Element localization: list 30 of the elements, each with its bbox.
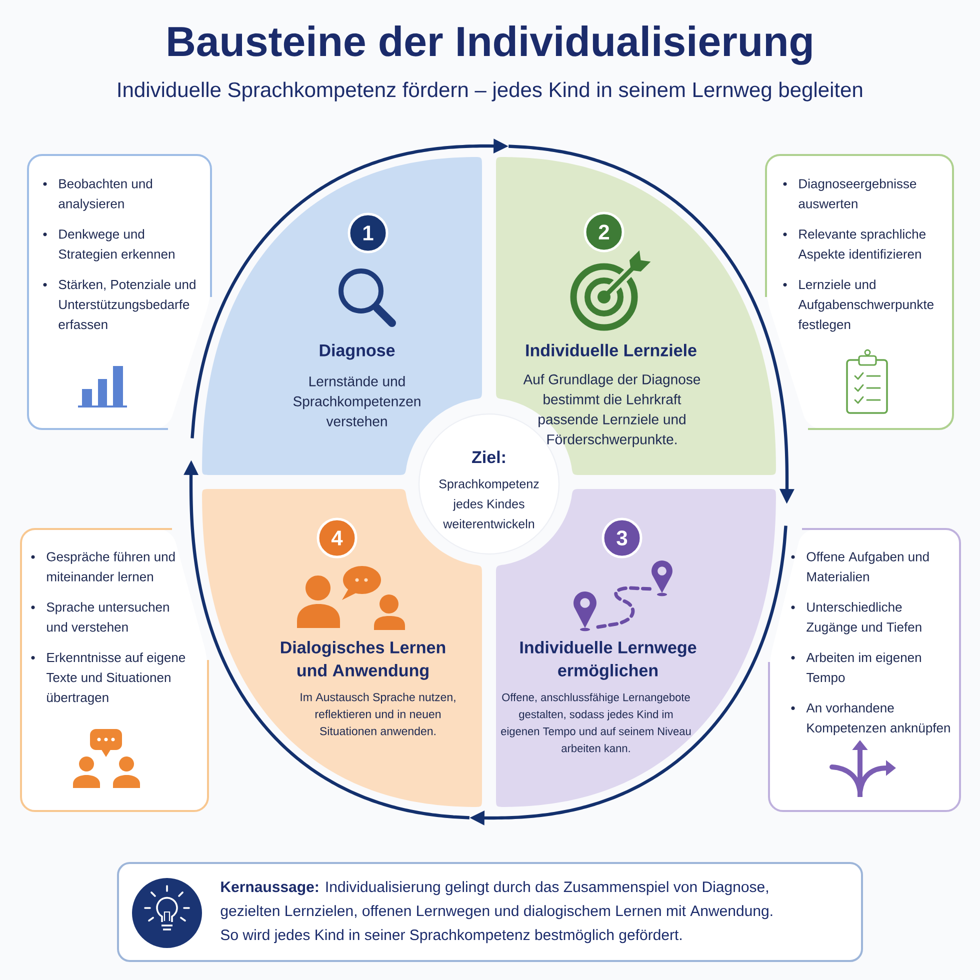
number-badge: 3: [602, 518, 642, 558]
step-heading: Diagnose: [320, 344, 395, 360]
list-item: Diagnoseergebnisse auswerten: [798, 178, 916, 208]
subtitle: Individuelle Sprachkompetenz fördern – jedes Kind in seinem Lernweg begleiten: [118, 82, 862, 102]
list-item: Beobachten und analysieren: [58, 178, 152, 211]
list-item: An vorhandene Kompetenzen anknüpfen: [806, 702, 950, 736]
list-item: Erkenntnisse auf eigene Texte und Situationen übertragen: [46, 652, 186, 705]
number-badge: 4: [316, 518, 358, 558]
list-item: Gespräche führen und miteinander lernen: [46, 552, 175, 582]
step-text: Auf Grundlage der Diagnose bestimmt die Lehrkraft passende Lernziele und Förderschwerpunkte.: [523, 374, 700, 448]
list-item: Lernziele und Aufgabenschwerpunkte festlegen: [798, 280, 934, 332]
goal-text: Sprachkompetenz jedes Kindes weiterentwickeln: [439, 479, 539, 528]
list-item: Stärken, Potenziale und Unterstützungsbedarfe erfassen: [58, 280, 196, 330]
list-item: Arbeiten im eigenen Tempo: [806, 652, 921, 685]
number-badge: 2: [584, 212, 624, 252]
list-item: Sprache untersuchen und verstehen: [46, 602, 169, 632]
title: Bausteine der Individualisierung: [168, 26, 812, 65]
key-message-box: Kernaussage: Individualisierung gelingt durch das Zusammenspiel von Diagnose, gezielten Lernzielen, offenen Lernwegen und dialogischem Lernen mit Anwendung. So wird jedes Kind in seiner Sprachkompetenz bestmöglich gefördert.: [117, 862, 863, 962]
step-text: Im Austausch Sprache nutzen, reflektieren und in neuen Situationen anwenden.: [300, 692, 456, 736]
step-text: Offene, anschlussfähige Lernangebote gestalten, sodass jedes Kind im eigenen Tempo und auf seinem Niveau arbeiten kann.: [501, 693, 691, 752]
list-item: Unterschiedliche Zugänge und Tiefen: [806, 602, 922, 634]
list-item: Relevante sprachliche Aspekte identifizieren: [798, 229, 926, 262]
number-badge: 1: [348, 212, 388, 254]
step-heading: Dialogisches Lernen und Anwendung: [281, 640, 446, 680]
list-item: Denkwege und Strategien erkennen: [58, 229, 174, 262]
goal-heading: Ziel:: [472, 450, 505, 464]
step-heading: Individuelle Lernziele: [526, 344, 696, 356]
step-text: Lernstände und Sprachkompetenzen verstehen: [293, 376, 420, 426]
step-heading: Individuelle Lernwege ermöglichen: [520, 640, 696, 680]
list-item: Offene Aufgaben und Materialien: [806, 552, 929, 582]
